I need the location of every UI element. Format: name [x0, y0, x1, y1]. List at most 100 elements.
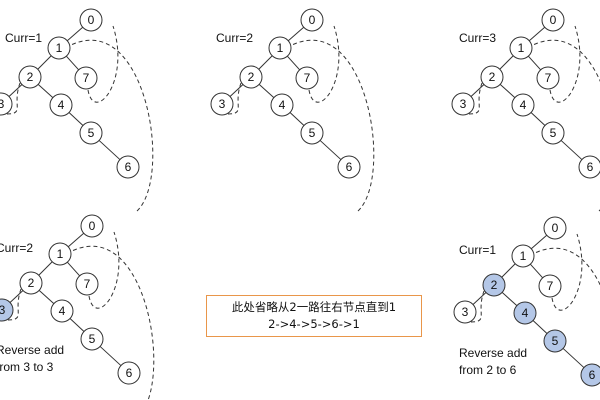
- node-label: 2: [28, 276, 35, 290]
- node-label: 3: [0, 303, 6, 317]
- node-label: 6: [589, 368, 596, 382]
- thread-3-to-2: [7, 288, 22, 321]
- node-2: [480, 65, 504, 89]
- node-label: 7: [304, 71, 311, 85]
- curr-label: Curr=3: [459, 31, 496, 45]
- node-1: [511, 244, 535, 268]
- node-3: [0, 92, 13, 116]
- node-label: 6: [126, 366, 133, 380]
- edge-1-2: [38, 261, 53, 276]
- node-label: 6: [587, 160, 594, 174]
- edge-1-7: [527, 55, 542, 71]
- node-label: 1: [277, 41, 284, 55]
- edge-2-3: [9, 290, 24, 303]
- node-5: [541, 121, 565, 145]
- edge-5-6: [99, 346, 122, 366]
- node-4: [270, 93, 294, 117]
- edge-0-1: [528, 26, 546, 42]
- node-1: [268, 36, 292, 60]
- node-label: 0: [552, 221, 559, 235]
- edge-4-5: [532, 320, 548, 334]
- thread-6-to-1: [532, 39, 600, 212]
- node-1: [47, 36, 71, 60]
- node-7: [295, 66, 319, 90]
- thread-3-to-2: [468, 82, 483, 115]
- node-3: [0, 298, 14, 322]
- node-4: [50, 299, 74, 323]
- edge-1-7: [66, 261, 81, 277]
- curr-label: Curr=1: [459, 243, 496, 257]
- node-label: 7: [547, 279, 554, 293]
- thread-7-to-0: [87, 25, 119, 103]
- node-label: 4: [520, 98, 527, 112]
- thread-6-to-1: [70, 39, 154, 212]
- node-6: [580, 363, 600, 387]
- thread-6-to-1: [71, 245, 155, 400]
- node-6: [117, 361, 141, 385]
- thread-7-to-0: [549, 25, 581, 103]
- caption-line-1: Reverse add: [0, 343, 64, 357]
- edge-5-6: [560, 140, 583, 160]
- node-label: 2: [27, 70, 34, 84]
- node-label: 0: [89, 219, 96, 233]
- node-4: [49, 93, 73, 117]
- edge-2-4: [499, 84, 516, 98]
- node-label: 7: [84, 277, 91, 291]
- node-2: [482, 273, 506, 297]
- thread-7-to-0: [551, 233, 583, 311]
- node-label: 4: [279, 98, 286, 112]
- node-label: 4: [59, 304, 66, 318]
- node-label: 1: [57, 247, 64, 261]
- node-2: [19, 271, 43, 295]
- node-3: [453, 300, 477, 324]
- node-label: 3: [219, 97, 226, 111]
- node-6: [578, 155, 600, 179]
- node-5: [79, 121, 103, 145]
- edge-2-3: [8, 84, 23, 97]
- node-label: 5: [550, 126, 557, 140]
- edge-5-6: [98, 140, 121, 160]
- edge-1-2: [37, 55, 52, 70]
- node-3: [210, 92, 234, 116]
- node-label: 2: [489, 70, 496, 84]
- edge-1-7: [65, 55, 80, 71]
- thread-7-to-0: [308, 25, 340, 103]
- node-label: 5: [552, 334, 559, 348]
- node-1: [48, 242, 72, 266]
- thread-3-to-2: [6, 82, 21, 115]
- node-5: [80, 327, 104, 351]
- edge-1-2: [501, 263, 516, 278]
- edge-1-7: [286, 55, 301, 71]
- edge-2-4: [37, 84, 54, 98]
- edge-5-6: [562, 348, 585, 368]
- node-label: 7: [83, 71, 90, 85]
- node-7: [75, 272, 99, 296]
- node-label: 5: [88, 126, 95, 140]
- note-line-2: 2->4->5->6->1: [268, 317, 360, 331]
- edge-2-4: [258, 84, 275, 98]
- node-0: [541, 8, 565, 32]
- node-5: [543, 329, 567, 353]
- node-0: [300, 8, 324, 32]
- thread-7-to-0: [88, 231, 120, 309]
- node-label: 3: [460, 97, 467, 111]
- node-label: 4: [58, 98, 65, 112]
- thread-3-to-2: [227, 82, 242, 115]
- node-6: [116, 155, 140, 179]
- node-label: 5: [309, 126, 316, 140]
- curr-label: Curr=2: [0, 241, 33, 255]
- node-0: [79, 8, 103, 32]
- edge-4-5: [530, 112, 546, 126]
- edge-2-3: [229, 84, 244, 97]
- edge-2-4: [501, 292, 518, 306]
- node-label: 7: [545, 71, 552, 85]
- note-line-1: 此处省略从2一路往右节点直到1: [231, 300, 397, 314]
- node-label: 1: [56, 41, 63, 55]
- edge-1-2: [258, 55, 273, 70]
- edge-5-6: [319, 140, 342, 160]
- node-label: 4: [522, 306, 529, 320]
- node-0: [543, 216, 567, 240]
